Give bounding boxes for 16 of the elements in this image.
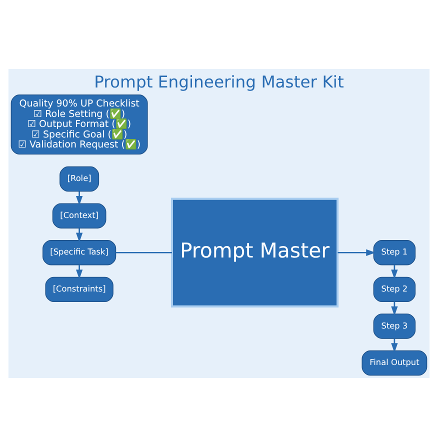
node-box: Quality 90% UP Checklist ☑ Role Setting (✅) ☑ Output Format (✅) ☑ Specific Goal (✅) ☑ Validation Request (✅) xyxy=(10,94,148,154)
arrow xyxy=(76,264,83,279)
node-box: [Role] xyxy=(60,166,100,192)
arrow xyxy=(338,248,376,256)
node-box: [Specific Task] xyxy=(42,240,116,265)
node-box: Step 2 xyxy=(373,276,416,302)
node-box: [Context] xyxy=(52,202,106,228)
node-box: Prompt Master xyxy=(170,197,339,307)
arrow xyxy=(76,190,83,206)
diagram-title: Prompt Engineering Master Kit xyxy=(94,72,344,92)
node-box: Step 3 xyxy=(373,313,416,338)
node-box: Final Output xyxy=(362,350,428,376)
arrow xyxy=(76,228,83,242)
connector xyxy=(116,251,172,253)
node-box: Step 1 xyxy=(373,240,416,265)
node-box: [Constraints] xyxy=(45,276,114,302)
